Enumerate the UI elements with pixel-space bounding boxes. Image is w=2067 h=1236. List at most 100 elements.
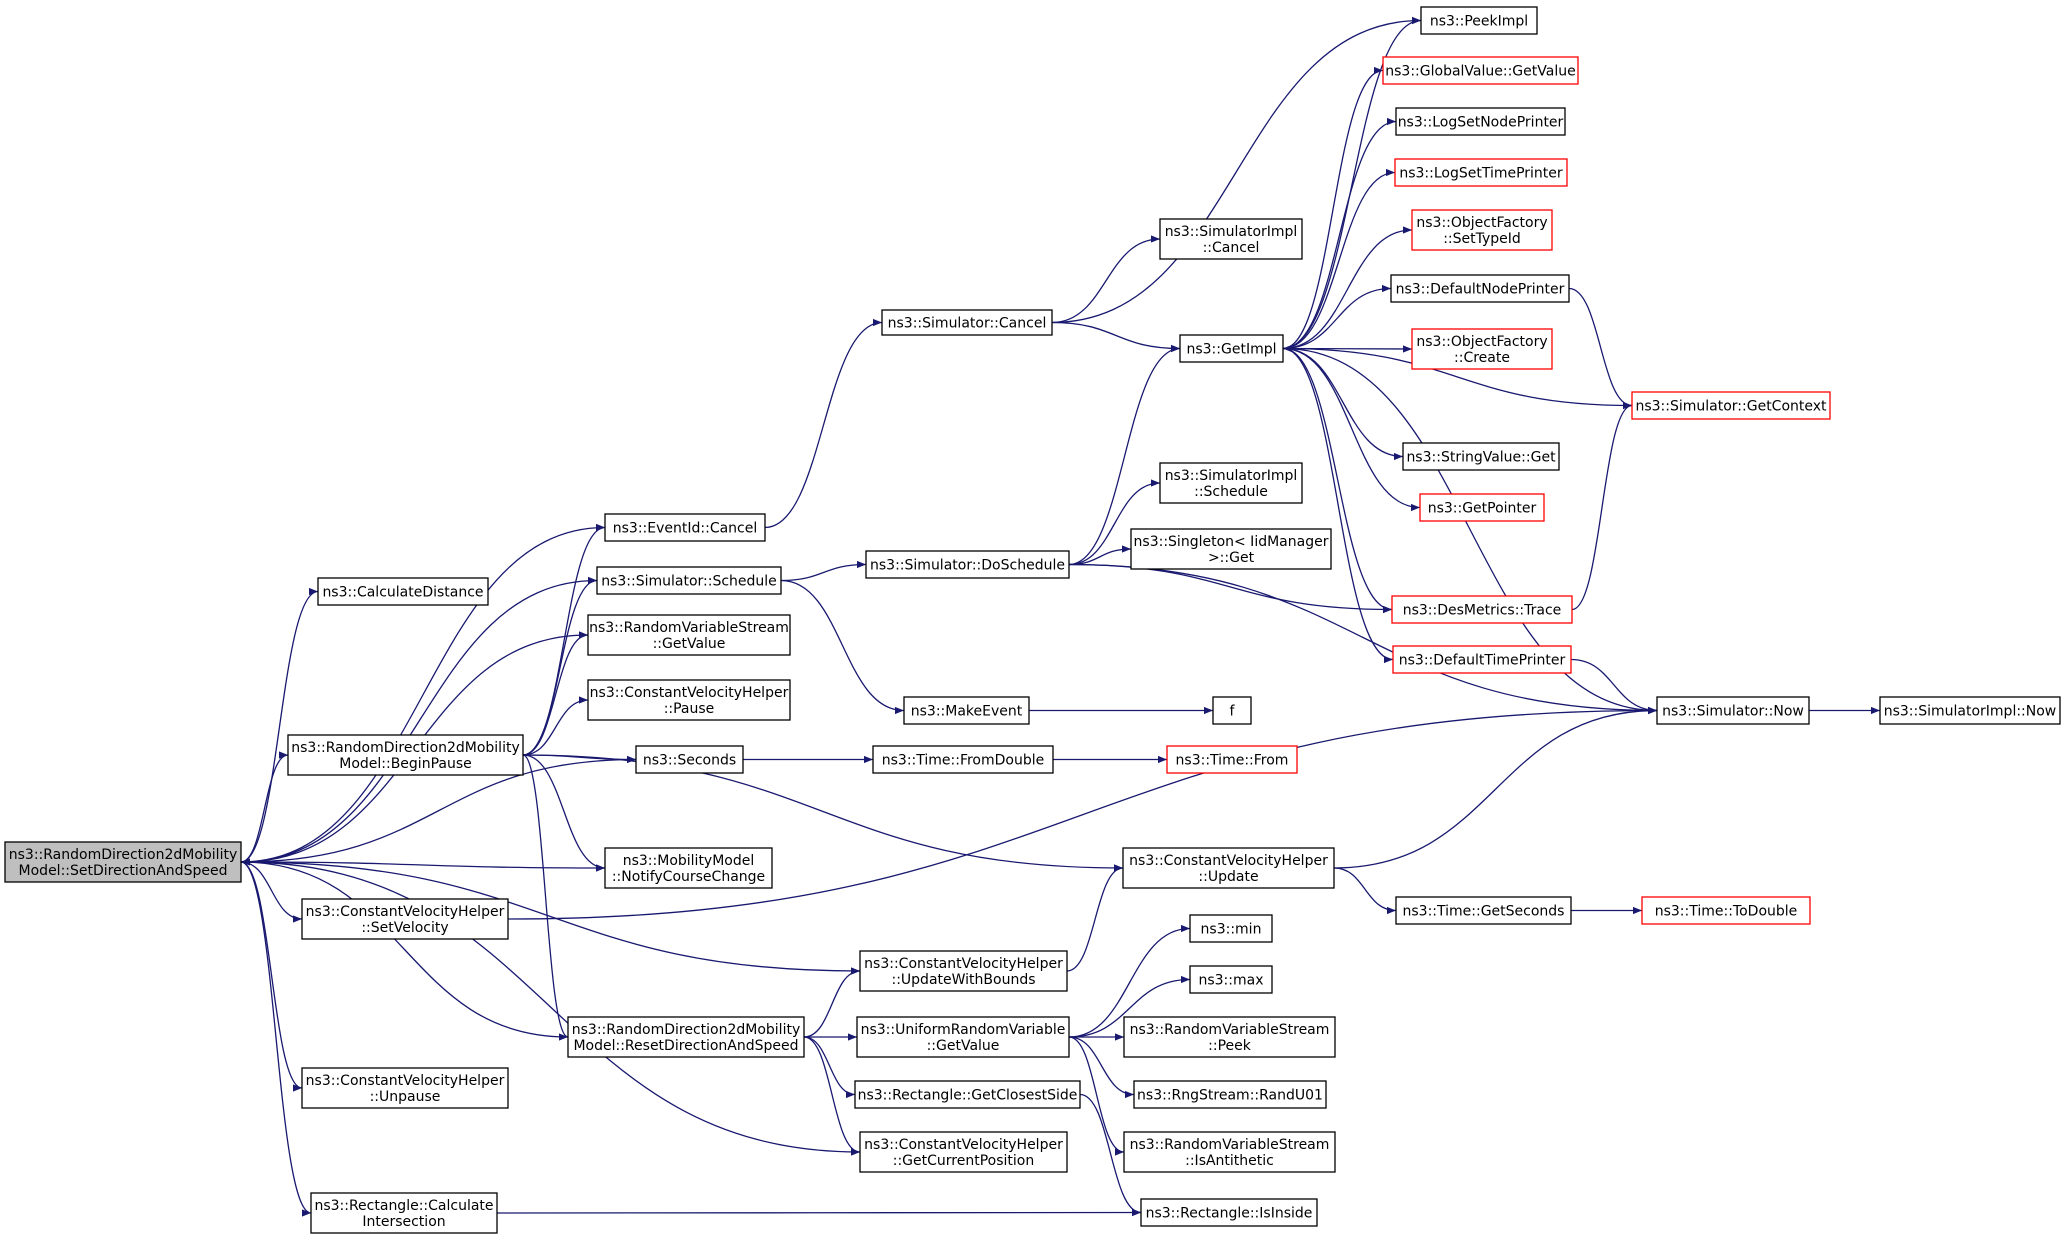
node-label: ns3::ConstantVelocityHelper [864, 1137, 1063, 1153]
node-of-create[interactable]: ns3::ObjectFactory::Create [1411, 328, 1553, 370]
node-label: ns3::ConstantVelocityHelper [1129, 853, 1328, 869]
call-arrow [1068, 975, 1191, 1038]
node-rect-closest[interactable]: ns3::Rectangle::GetClosestSide [854, 1080, 1081, 1109]
node-rng-randu01[interactable]: ns3::RngStream::RandU01 [1133, 1080, 1327, 1109]
edge-sim_cancel-to-getimpl [1051, 321, 1181, 353]
node-logtime[interactable]: ns3::LogSetTimePrinter [1394, 158, 1568, 187]
node-f[interactable]: f [1212, 696, 1252, 725]
node-box [287, 734, 524, 776]
node-mm-notify[interactable]: ns3::MobilityModel::NotifyCourseChange [604, 847, 773, 889]
node-box [301, 898, 509, 940]
node-label: ns3::ConstantVelocityHelper [590, 685, 789, 701]
node-rvs-getvalue[interactable]: ns3::RandomVariableStream::GetValue [587, 614, 791, 656]
node-root: ns3::RandomDirection2dMobilityModel::Set… [4, 841, 242, 883]
node-box [317, 577, 489, 606]
node-rect-isinside[interactable]: ns3::Rectangle::IsInside [1140, 1198, 1318, 1227]
call-arrow [803, 1036, 861, 1156]
call-arrow [240, 755, 637, 863]
node-box [1166, 745, 1298, 774]
edge-getimpl-to-of_settypeid [1282, 226, 1413, 350]
edge-urv_getvalue-to-min [1068, 924, 1191, 1038]
node-of-settypeid[interactable]: ns3::ObjectFactory::SetTypeId [1411, 209, 1553, 251]
node-min[interactable]: ns3::min [1189, 914, 1273, 943]
call-arrow [240, 861, 312, 1217]
node-simimpl-schedule[interactable]: ns3::SimulatorImpl::Schedule [1159, 462, 1303, 504]
edge-getimpl-to-deftimeprinter [1282, 347, 1394, 664]
node-label: ns3::SimulatorImpl [1165, 468, 1298, 484]
edge-root-to-sim_schedule [240, 576, 598, 863]
node-getimpl[interactable]: ns3::GetImpl [1179, 334, 1284, 363]
node-time-fromdouble[interactable]: ns3::Time::FromDouble [872, 745, 1054, 774]
edge-sim_doschedule-to-desmetrics [1068, 563, 1393, 614]
call-arrow [240, 861, 303, 1092]
node-calcdist[interactable]: ns3::CalculateDistance [317, 577, 489, 606]
node-sim-schedule[interactable]: ns3::Simulator::Schedule [596, 566, 782, 595]
node-getpointer[interactable]: ns3::GetPointer [1419, 493, 1545, 522]
edge-urv_getvalue-to-max [1068, 975, 1191, 1038]
node-sim-doschedule[interactable]: ns3::Simulator::DoSchedule [865, 550, 1070, 579]
node-time-todouble[interactable]: ns3::Time::ToDouble [1641, 896, 1811, 925]
node-label: ns3::GetPointer [1428, 501, 1537, 517]
edge-getimpl-to-getpointer [1282, 347, 1421, 512]
node-box [1391, 595, 1573, 624]
edge-sim_schedule-to-sim_doschedule [780, 560, 867, 582]
node-cvh-setvelocity[interactable]: ns3::ConstantVelocityHelper::SetVelocity [301, 898, 509, 940]
node-stringvalue[interactable]: ns3::StringValue::Get [1402, 442, 1560, 471]
call-arrow [240, 576, 598, 863]
node-label: ns3::DefaultTimePrinter [1399, 653, 1566, 669]
edge-eventid_cancel-to-sim_cancel [764, 318, 883, 529]
node-label: ns3::Time::ToDouble [1655, 904, 1798, 920]
node-getcontext[interactable]: ns3::Simulator::GetContext [1631, 391, 1831, 420]
node-singleton[interactable]: ns3::Singleton< IidManager>::Get [1130, 528, 1332, 570]
node-label: ::Schedule [1194, 484, 1268, 500]
node-box [1122, 847, 1335, 889]
edge-sim_doschedule-to-sim_now [1068, 563, 1658, 715]
node-label: Intersection [362, 1214, 445, 1230]
node-label: Model::ResetDirectionAndSpeed [573, 1038, 798, 1054]
node-makeevent[interactable]: ns3::MakeEvent [903, 696, 1030, 725]
node-cvh-update[interactable]: ns3::ConstantVelocityHelper::Update [1122, 847, 1335, 889]
node-urv-getvalue[interactable]: ns3::UniformRandomVariable::GetValue [856, 1016, 1070, 1058]
edge-resetdir-to-cvh_getpos [803, 1036, 861, 1156]
node-label: ns3::DesMetrics::Trace [1403, 603, 1562, 619]
node-sim-cancel[interactable]: ns3::Simulator::Cancel [881, 309, 1053, 336]
node-time-from[interactable]: ns3::Time::From [1166, 745, 1298, 774]
node-cvh-unpause[interactable]: ns3::ConstantVelocityHelper::Unpause [301, 1067, 509, 1109]
node-cvh-updatebounds[interactable]: ns3::ConstantVelocityHelper::UpdateWithB… [859, 950, 1068, 992]
node-desmetrics[interactable]: ns3::DesMetrics::Trace [1391, 595, 1573, 624]
node-label: ns3::Simulator::Cancel [888, 316, 1047, 332]
node-box [310, 1192, 498, 1234]
node-label: ::SetTypeId [1443, 231, 1521, 247]
node-simimpl-cancel[interactable]: ns3::SimulatorImpl::Cancel [1159, 218, 1303, 260]
node-cvh-pause[interactable]: ns3::ConstantVelocityHelper::Pause [587, 679, 791, 721]
node-simimpl-now[interactable]: ns3::SimulatorImpl::Now [1879, 696, 2061, 725]
node-label: ns3::Time::From [1176, 753, 1289, 769]
node-label: ns3::CalculateDistance [322, 585, 483, 601]
node-box [881, 309, 1053, 336]
node-label: ns3::Simulator::Now [1662, 704, 1804, 720]
node-deftimeprinter[interactable]: ns3::DefaultTimePrinter [1392, 645, 1572, 674]
node-rvs-isanti[interactable]: ns3::RandomVariableStream::IsAntithetic [1123, 1131, 1336, 1173]
node-peekimpl[interactable]: ns3::PeekImpl [1420, 6, 1538, 35]
node-time-getseconds[interactable]: ns3::Time::GetSeconds [1395, 896, 1572, 925]
edge-sim_cancel-to-peekimpl [1051, 16, 1422, 324]
node-seconds[interactable]: ns3::Seconds [635, 745, 744, 774]
node-eventid-cancel[interactable]: ns3::EventId::Cancel [604, 513, 766, 542]
node-label: ::Unpause [370, 1089, 441, 1105]
edge-beginpause-to-cvh_pause [522, 696, 589, 756]
node-resetdir[interactable]: ns3::RandomDirection2dMobilityModel::Res… [567, 1016, 805, 1058]
node-gv-getvalue[interactable]: ns3::GlobalValue::GetValue [1382, 56, 1579, 85]
call-arrow [240, 523, 606, 863]
call-arrow [522, 631, 589, 756]
node-max[interactable]: ns3::max [1189, 965, 1273, 994]
node-beginpause[interactable]: ns3::RandomDirection2dMobilityModel::Beg… [287, 734, 524, 776]
node-defnodeprinter[interactable]: ns3::DefaultNodePrinter [1390, 274, 1570, 303]
node-label: ns3::GlobalValue::GetValue [1385, 64, 1575, 80]
node-box [903, 696, 1030, 725]
node-lognode[interactable]: ns3::LogSetNodePrinter [1395, 107, 1566, 136]
call-arrow [507, 706, 1658, 920]
node-sim-now[interactable]: ns3::Simulator::Now [1656, 696, 1810, 725]
node-cvh-getpos[interactable]: ns3::ConstantVelocityHelper::GetCurrentP… [859, 1131, 1068, 1173]
node-rvs-peek[interactable]: ns3::RandomVariableStream::Peek [1123, 1016, 1336, 1058]
